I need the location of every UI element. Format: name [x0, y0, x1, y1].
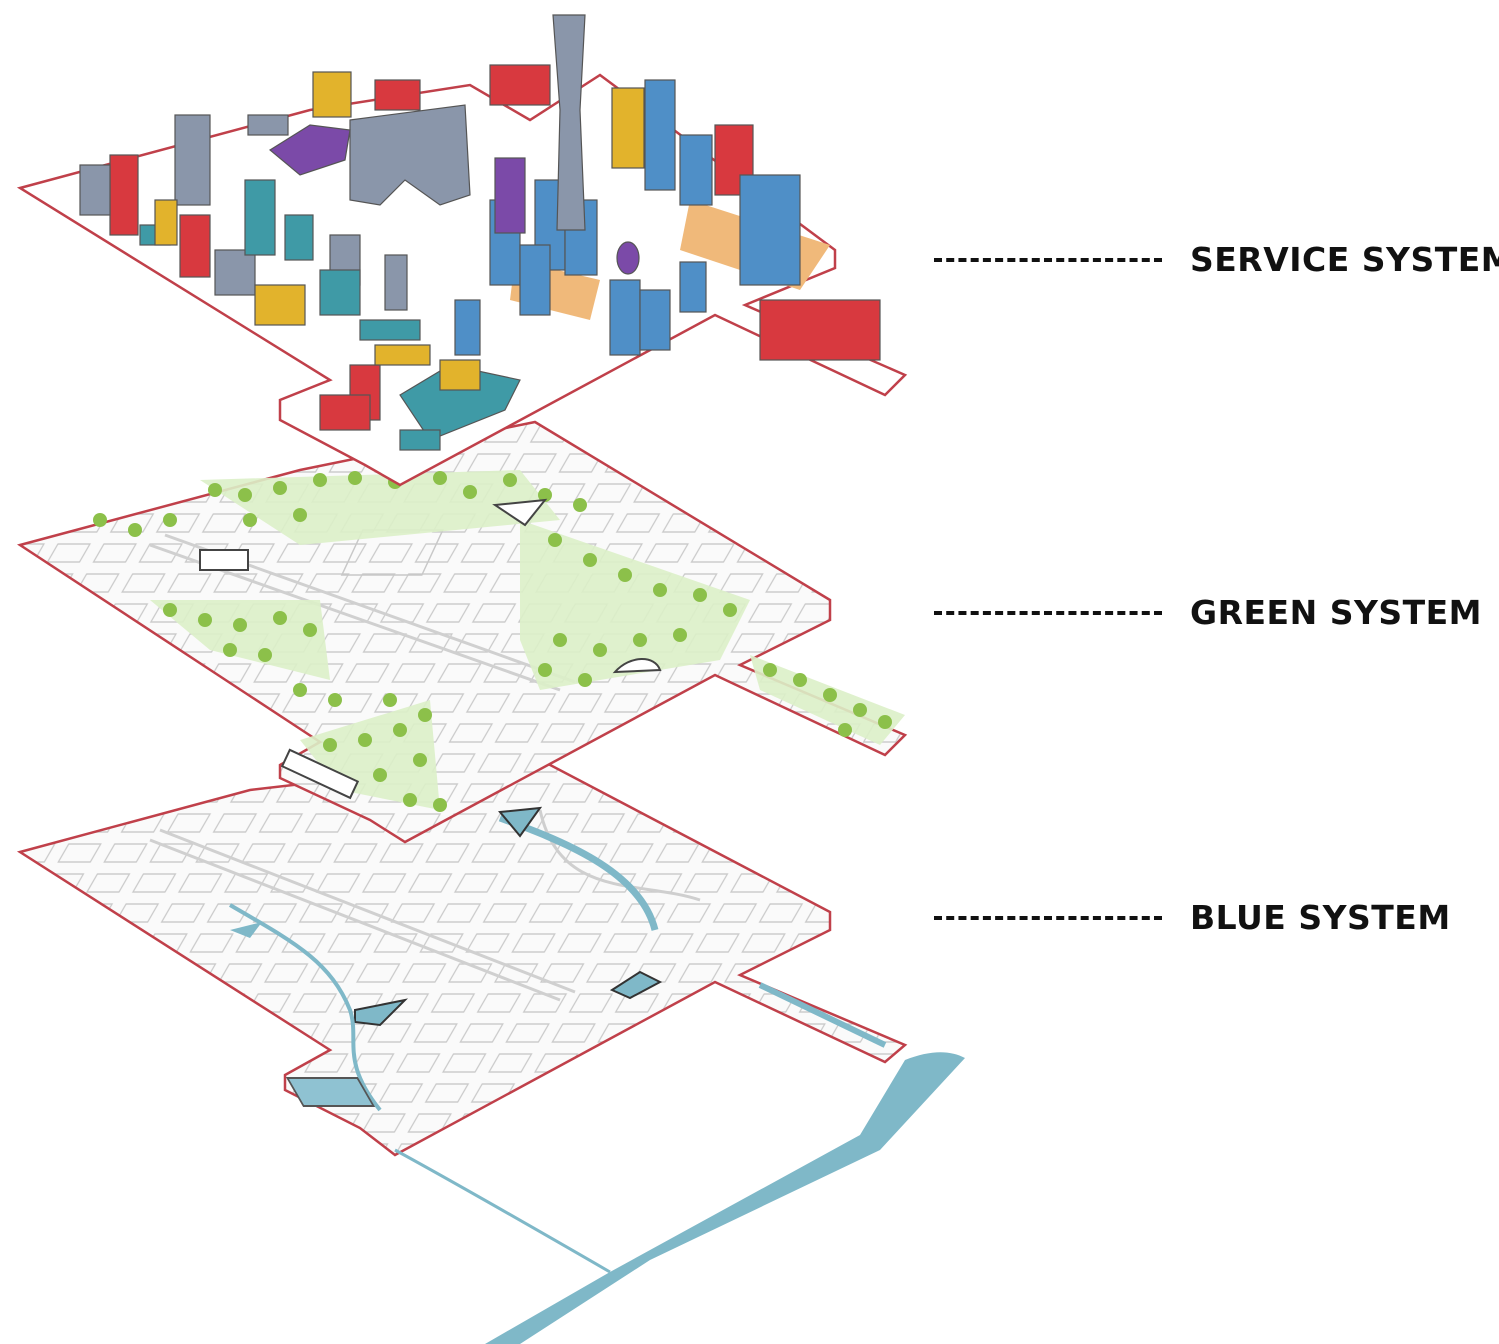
pond-west [230, 922, 262, 938]
corridor-water [758, 982, 887, 1048]
blue-system-layer [16, 755, 965, 1344]
blue-leader-line [934, 915, 1162, 920]
pond-south [609, 970, 663, 1000]
river [485, 1052, 965, 1344]
pond-mid [354, 998, 409, 1027]
buildings-teal [139, 179, 521, 451]
tree-clusters [93, 470, 905, 812]
river-tributary [394, 1148, 611, 1274]
service-system-label: SERVICE SYSTEM [934, 240, 1499, 279]
green-system-layer [16, 420, 908, 844]
service-system-layer [16, 14, 908, 487]
service-leader-line [934, 257, 1162, 262]
green-strip [280, 748, 360, 800]
pond-south-annex [285, 1077, 376, 1107]
blue-system-label: BLUE SYSTEM [934, 898, 1451, 937]
stream-west [228, 903, 382, 1112]
green-layer-boundary [16, 420, 908, 844]
green-leader-line [934, 610, 1162, 615]
blue-layer-main-road [149, 828, 576, 1002]
green-system-text: GREEN SYSTEM [1190, 593, 1483, 632]
green-plaza-rect [199, 549, 249, 571]
green-plaza-lens [612, 658, 662, 674]
pond-triangle [498, 806, 543, 838]
buildings-purple [268, 124, 640, 275]
buildings-blue [454, 79, 801, 356]
green-system-label: GREEN SYSTEM [934, 593, 1482, 632]
blue-layer-boundary [16, 755, 908, 1157]
blue-system-text: BLUE SYSTEM [1190, 898, 1451, 937]
service-system-text: SERVICE SYSTEM [1190, 240, 1499, 279]
green-plaza-triangle [492, 498, 548, 527]
buildings-red [109, 64, 881, 431]
buildings-yellow [154, 71, 645, 391]
